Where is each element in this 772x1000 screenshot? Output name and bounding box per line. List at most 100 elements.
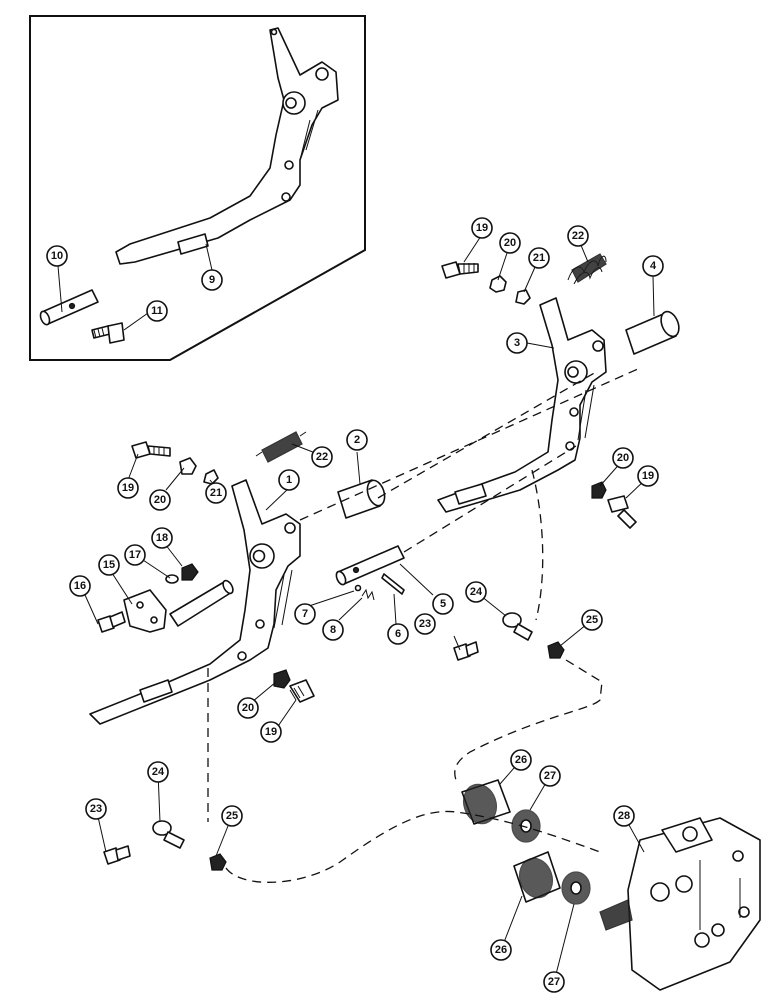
bushing-right	[625, 310, 680, 355]
callouts: 1 2 3 4 5 6 7 8 9 10 11 15 16 17 18 19 1…	[46, 217, 664, 993]
filter-element-26-upper	[461, 779, 511, 825]
callout-27-upper-label: 27	[544, 770, 556, 782]
callout-18-label: 18	[156, 532, 168, 544]
callout-27-upper: 27	[539, 765, 561, 787]
callout-19-right-label: 19	[642, 470, 654, 482]
callout-22-upper: 22	[567, 225, 589, 247]
callout-1: 1	[278, 469, 300, 491]
callout-10-label: 10	[51, 250, 63, 262]
callout-25-left-label: 25	[226, 810, 238, 822]
callout-22-upper-label: 22	[572, 230, 584, 242]
callout-19-left: 19	[117, 477, 139, 499]
callout-5-label: 5	[440, 598, 446, 610]
callout-24-left-label: 24	[152, 766, 165, 778]
nut-21-upper	[515, 289, 531, 305]
nut-20-center	[273, 669, 291, 689]
routing-lines	[207, 367, 641, 883]
pivot-pin-alternate	[39, 289, 99, 326]
cap-screw-19-center	[289, 679, 315, 703]
link-pin	[335, 545, 405, 586]
callout-21-left: 21	[205, 482, 227, 504]
callout-8-label: 8	[330, 624, 336, 636]
callout-20-left-label: 20	[154, 494, 166, 506]
nut-25-left	[209, 853, 227, 871]
callout-16: 16	[69, 575, 91, 597]
banjo-bolt-23-right	[453, 641, 479, 661]
cross-shaft	[169, 579, 234, 627]
callout-10: 10	[46, 245, 68, 267]
callout-15: 15	[98, 554, 120, 576]
filter-element-26-lower	[513, 851, 561, 903]
callout-24-right-label: 24	[470, 586, 483, 598]
callout-4: 4	[642, 255, 664, 277]
callout-21-upper-label: 21	[533, 252, 545, 264]
nut-20-left	[179, 457, 197, 475]
pedal-arm-left	[89, 479, 301, 725]
callout-2: 2	[346, 429, 368, 451]
callout-15-label: 15	[103, 559, 115, 571]
callout-26-upper-label: 26	[515, 754, 527, 766]
fitting-24-right	[502, 612, 533, 641]
callout-23-left-label: 23	[90, 803, 102, 815]
callout-20-center: 20	[237, 697, 259, 719]
detent-ball	[354, 584, 362, 592]
cap-screw-plate	[97, 611, 126, 633]
callout-20-upper: 20	[499, 232, 521, 254]
callout-23-left: 23	[85, 798, 107, 820]
brake-valve-body	[599, 817, 761, 991]
cap-screw-alternate	[91, 322, 125, 344]
callout-7: 7	[294, 603, 316, 625]
return-spring-upper	[567, 253, 607, 285]
return-spring-lower	[255, 431, 307, 463]
nut-21-left	[203, 469, 219, 485]
callout-26-upper: 26	[510, 749, 532, 771]
callout-9-label: 9	[209, 274, 215, 286]
callout-19-upper-label: 19	[476, 222, 488, 234]
detent-spring	[361, 588, 375, 601]
callout-19-upper: 19	[471, 217, 493, 239]
nut-18	[181, 563, 199, 581]
callout-1-label: 1	[286, 474, 292, 486]
lock-plate	[123, 589, 167, 633]
callout-17: 17	[124, 544, 146, 566]
fitting-24-left	[152, 820, 185, 849]
callout-25-left: 25	[221, 805, 243, 827]
callout-2-label: 2	[354, 434, 360, 446]
callout-21-upper: 21	[528, 247, 550, 269]
callout-7-label: 7	[302, 608, 308, 620]
callout-20-upper-label: 20	[504, 237, 516, 249]
callout-23-right-label: 23	[419, 618, 431, 630]
callout-24-left: 24	[147, 761, 169, 783]
callout-20-left: 20	[149, 489, 171, 511]
filter-element-27-lower	[561, 871, 591, 905]
callout-9: 9	[201, 269, 223, 291]
callout-24-right: 24	[465, 581, 487, 603]
callout-26-lower: 26	[490, 939, 512, 961]
callout-19-right: 19	[637, 465, 659, 487]
callout-22-lower-label: 22	[316, 451, 328, 463]
callout-25-right: 25	[581, 609, 603, 631]
callout-16-label: 16	[74, 580, 86, 592]
inset-frame	[29, 15, 366, 361]
nut-20-upper	[489, 275, 507, 293]
nut-20-right	[591, 481, 607, 499]
callout-23-right: 23	[414, 613, 436, 635]
bushing-left	[337, 479, 386, 519]
roll-pin	[381, 573, 405, 595]
callout-19-center-label: 19	[265, 726, 277, 738]
callout-11-label: 11	[151, 305, 163, 317]
callout-17-label: 17	[129, 549, 141, 561]
pedal-arm-alternate	[115, 27, 339, 265]
cap-screw-19-right	[607, 495, 637, 529]
filter-element-27-upper	[511, 809, 541, 843]
callout-3-label: 3	[514, 337, 520, 349]
callout-5: 5	[432, 593, 454, 615]
cap-screw-19-upper	[441, 261, 479, 279]
callout-27-lower: 27	[543, 971, 565, 993]
callout-20-right-label: 20	[617, 452, 629, 464]
callout-25-right-label: 25	[586, 614, 598, 626]
callout-28: 28	[613, 805, 635, 827]
callout-19-center: 19	[260, 721, 282, 743]
callout-28-label: 28	[618, 810, 630, 822]
